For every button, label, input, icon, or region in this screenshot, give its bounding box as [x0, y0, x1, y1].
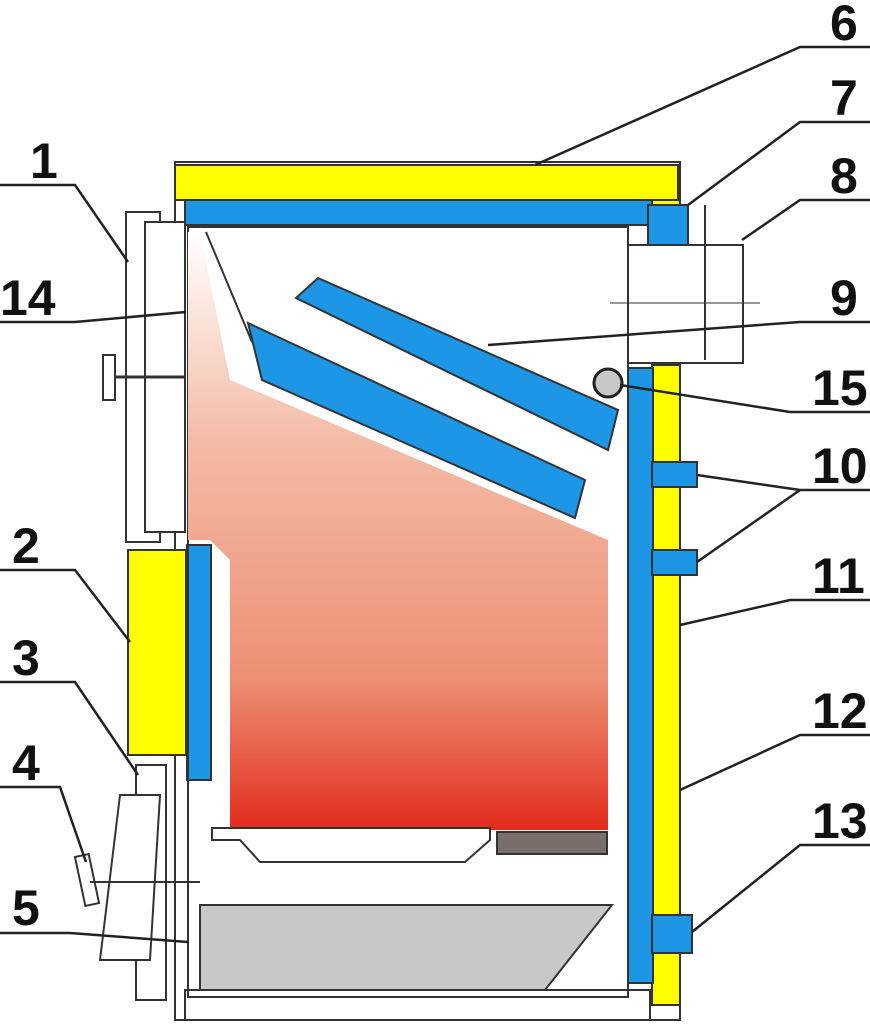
- callout-10: 10: [812, 438, 868, 494]
- leader-14: [0, 310, 187, 324]
- connection-return: [651, 914, 693, 954]
- callout-7: 7: [830, 70, 858, 126]
- leader-11: [679, 598, 870, 627]
- inner-chamber-wall: [187, 226, 629, 998]
- grate: [496, 831, 608, 855]
- leader-9: [487, 320, 870, 347]
- callout-15: 15: [812, 360, 868, 416]
- leader-4: [0, 785, 88, 863]
- combustion-chamber: [188, 232, 608, 830]
- leader-6: [534, 45, 870, 167]
- baffle-lower-edge: [205, 231, 253, 343]
- callout-13: 13: [812, 793, 868, 849]
- water-connections: [651, 461, 698, 954]
- baffle-lower: [246, 321, 587, 520]
- callout-14: 14: [0, 270, 56, 326]
- callout-1: 1: [30, 133, 58, 189]
- callout-9: 9: [830, 270, 858, 326]
- ash-door-leaf: [98, 794, 162, 961]
- base: [184, 989, 651, 1021]
- flue-pipe: [627, 244, 744, 364]
- callout-3: 3: [12, 630, 40, 686]
- leader-5: [0, 931, 189, 944]
- connection-middle: [651, 549, 698, 576]
- loading-door: [102, 211, 186, 543]
- flue-outlet: [610, 204, 760, 364]
- callout-labels: 1 2 3 4 5 6 7 8 9 10 11 12 13 14 15: [0, 0, 868, 936]
- right-water-jacket: [627, 367, 654, 984]
- leader-2: [0, 568, 131, 643]
- leader-1: [0, 183, 130, 263]
- leader-10b: [696, 488, 801, 564]
- callout-2: 2: [12, 518, 40, 574]
- ash-door: [73, 764, 200, 1001]
- top-insulation: [174, 164, 679, 201]
- leader-12: [679, 733, 870, 792]
- heat-exchanger-baffles: [205, 231, 620, 520]
- leader-15: [619, 383, 870, 414]
- callout-11: 11: [812, 548, 865, 604]
- flue-connector: [647, 204, 689, 248]
- ash-door-handle: [73, 852, 101, 908]
- leader-13: [691, 843, 870, 933]
- callout-8: 8: [830, 148, 858, 204]
- ash-pan: [199, 904, 615, 991]
- side-insulation-panel: [127, 549, 187, 756]
- leader-8: [741, 198, 870, 242]
- connection-upper: [651, 461, 698, 488]
- callout-4: 4: [12, 735, 40, 791]
- callout-5: 5: [12, 880, 40, 936]
- top-water-jacket: [184, 199, 653, 226]
- left-water-jacket: [186, 544, 212, 781]
- baffle-upper: [294, 276, 620, 452]
- callout-6: 6: [830, 0, 858, 51]
- loading-door-handle: [102, 354, 116, 401]
- leader-3: [0, 680, 140, 776]
- leader-lines: [0, 45, 870, 944]
- leader-10a: [696, 473, 801, 492]
- leader-7: [687, 120, 870, 207]
- callout-12: 12: [812, 683, 868, 739]
- thermostat-sensor: [592, 367, 624, 399]
- grate-bars: [211, 827, 491, 863]
